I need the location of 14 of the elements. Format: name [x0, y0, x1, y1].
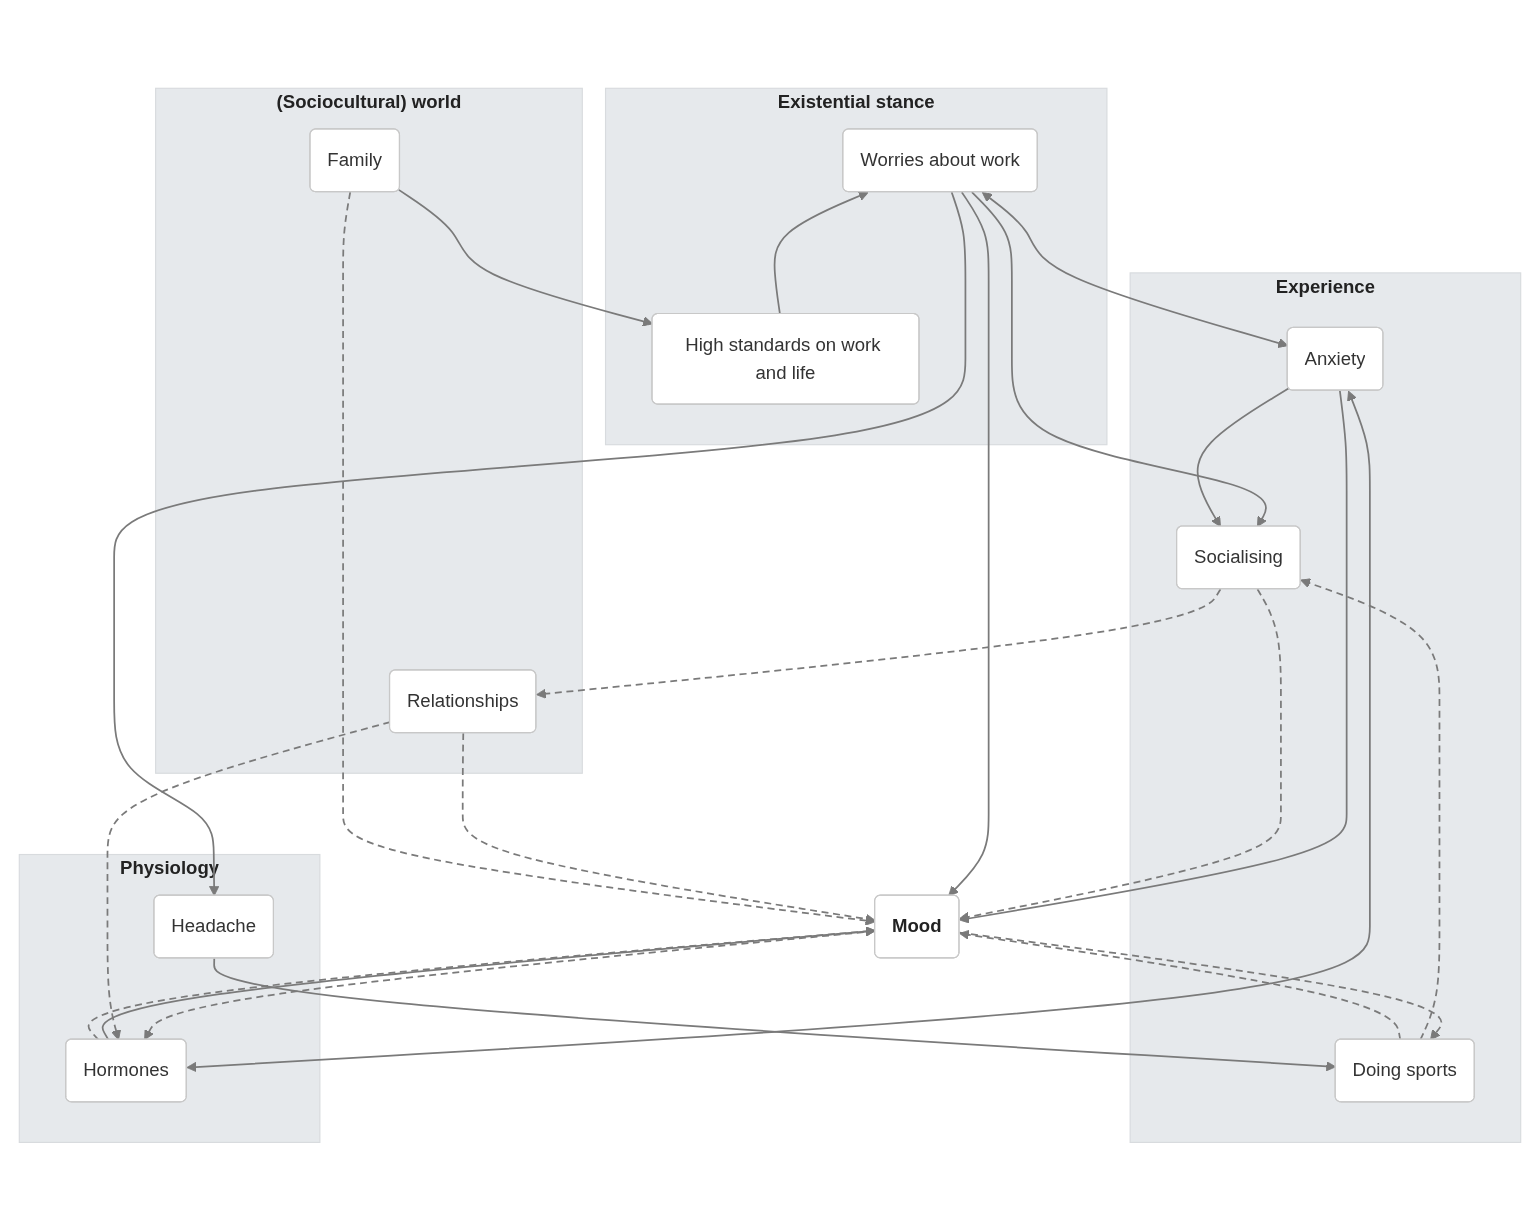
- arrow: [1196, 387, 1290, 527]
- arrow: [959, 588, 1282, 922]
- arrow: [113, 190, 967, 896]
- arrow: [971, 190, 1267, 527]
- arrow: [948, 190, 990, 896]
- arrow: [186, 390, 1371, 1072]
- arrow: [959, 389, 1348, 924]
- cluster: [1129, 271, 1522, 1143]
- cluster: [604, 87, 1108, 445]
- cluster: [18, 853, 321, 1143]
- cluster: [155, 87, 583, 774]
- arrow: [773, 190, 869, 315]
- arrow: [536, 588, 1222, 699]
- arrow: [398, 188, 653, 326]
